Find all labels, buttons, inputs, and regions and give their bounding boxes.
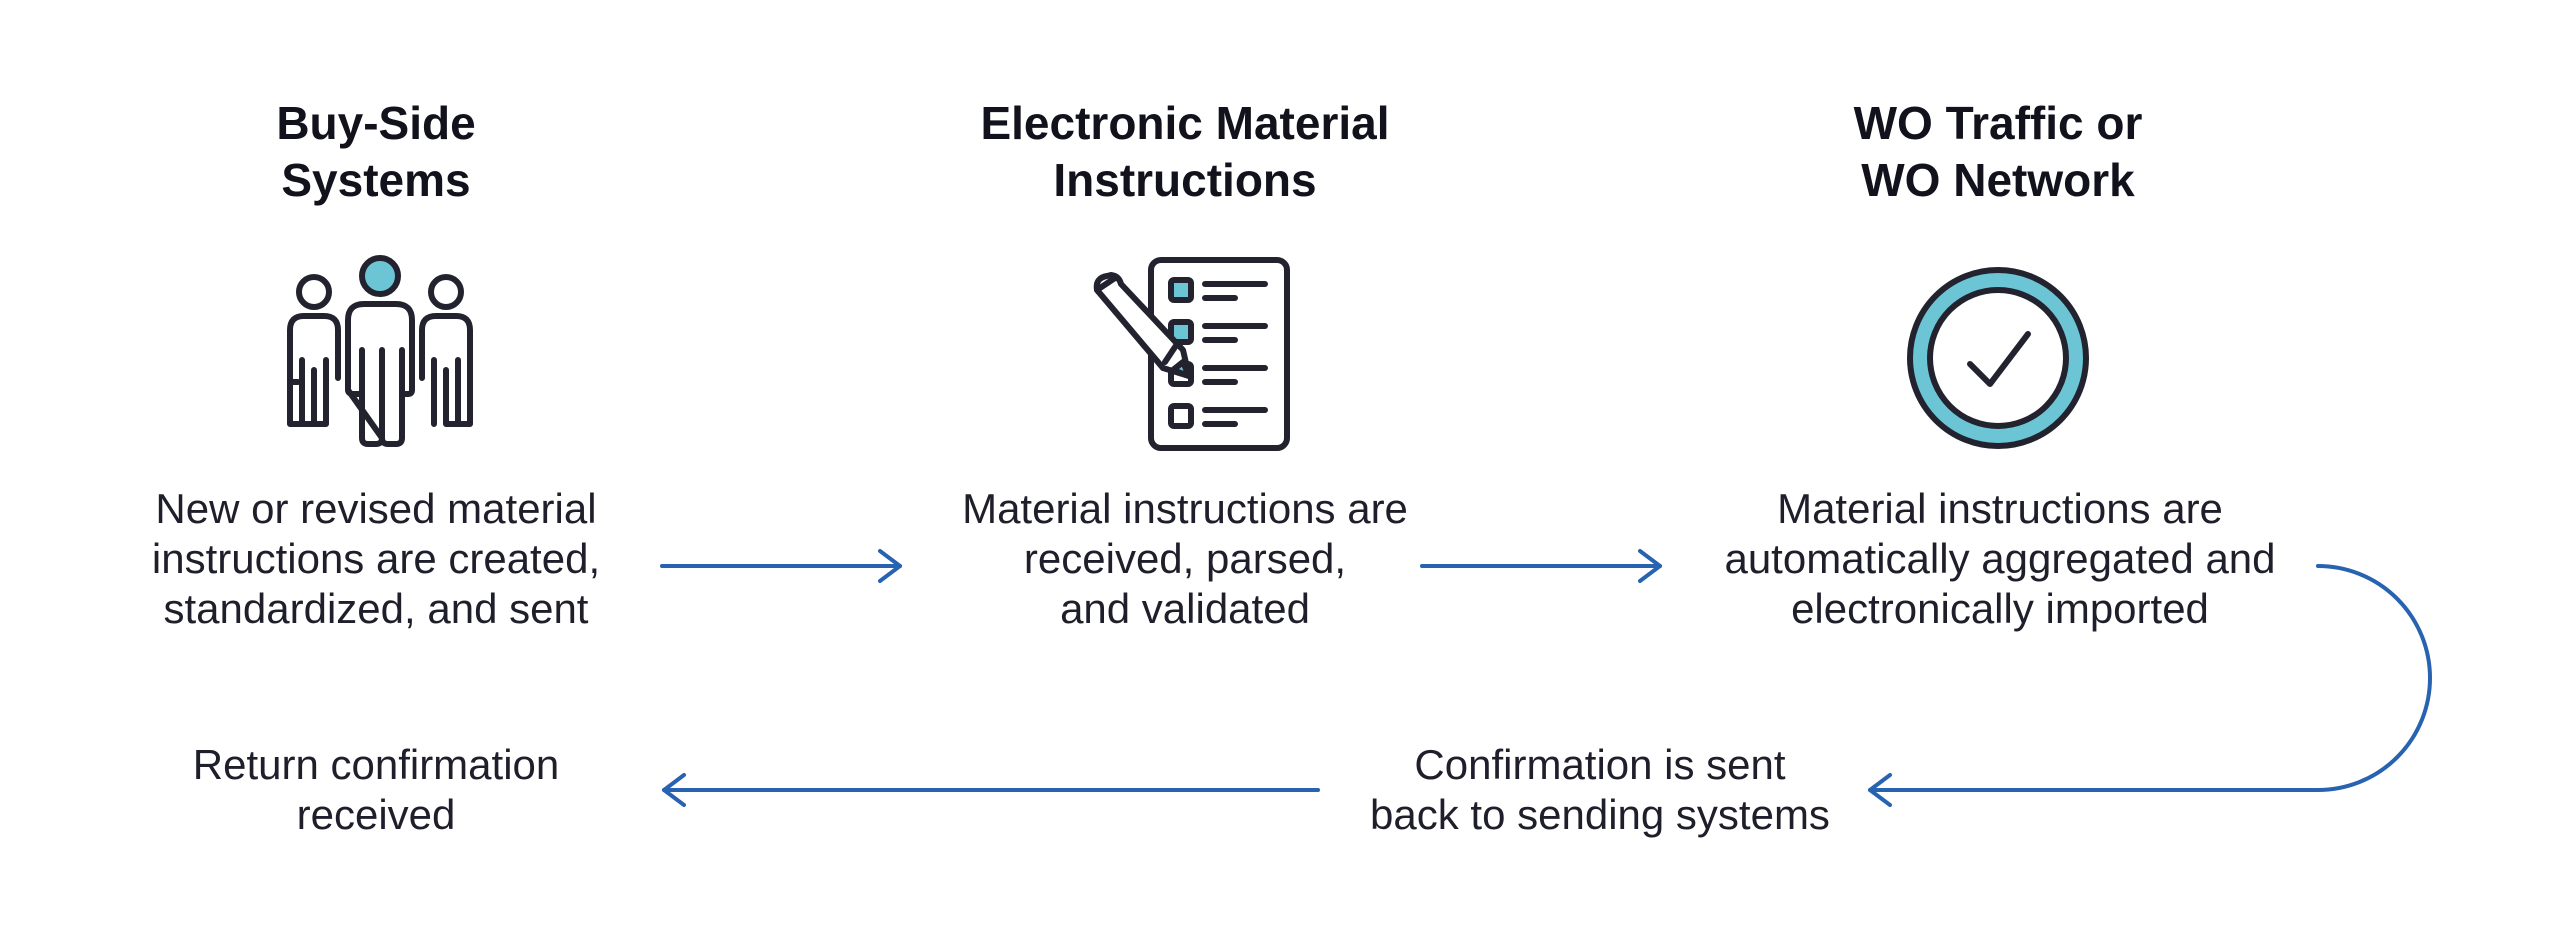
step-confirmation-received: Return confirmation received xyxy=(192,741,560,838)
step-confirmation-sent: Confirmation is sent back to sending sys… xyxy=(1370,741,1830,838)
arrow-confirmation-to-return xyxy=(662,773,1320,807)
column-title-wo-traffic-or-wo-network: WO Traffic or WO Network xyxy=(1853,97,2143,206)
step-aggregate-import: Material instructions are automatically … xyxy=(1724,485,2276,632)
column-title-buy-side-systems: Buy-Side Systems xyxy=(276,97,476,206)
step-receive-parse-validate: Material instructions are received, pars… xyxy=(962,485,1408,632)
arrow-step1-to-step2 xyxy=(660,549,902,583)
arrow-step2-to-step3 xyxy=(1420,549,1662,583)
people-group-icon xyxy=(287,255,473,447)
curved-arrow-step3-to-confirmation xyxy=(1868,564,2432,807)
checklist-pencil-icon xyxy=(1093,257,1290,451)
column-title-electronic-material-instructions: Electronic Material Instructions xyxy=(980,97,1390,206)
check-circle-icon xyxy=(1907,267,2089,449)
step-create-instructions: New or revised material instructions are… xyxy=(151,485,601,632)
